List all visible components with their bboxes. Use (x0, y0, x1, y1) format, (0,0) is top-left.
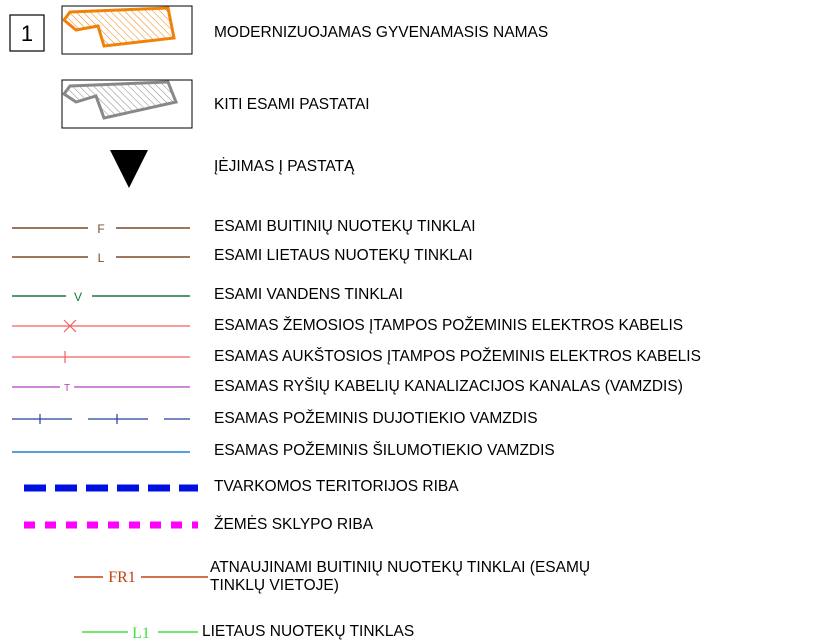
legend-label-storm: ESAMI LIETAUS NUOTEKŲ TINKLAI (214, 247, 473, 264)
water-line-symbol: V (12, 290, 190, 304)
modernized-building-symbol: 1 (9, 5, 193, 55)
sewer-line-symbol: F (12, 222, 190, 236)
legend-label-gas: ESAMAS POŽEMINIS DUJOTIEKIO VAMZDIS (214, 410, 538, 427)
legend-label-heating: ESAMAS POŽEMINIS ŠILUMOTIEKIO VAMZDIS (214, 442, 555, 459)
number-box (9, 14, 45, 52)
line-marker: T (64, 383, 70, 394)
building-outline (61, 6, 176, 48)
line-marker: L1 (132, 625, 150, 642)
gas-pipe-symbol (12, 414, 190, 424)
legend-label-renewed-sewer-line2: TINKLŲ VIETOJE) (210, 577, 339, 594)
line-marker: V (74, 290, 82, 304)
legend-label-plot: ŽEMĖS SKLYPO RIBA (214, 516, 374, 533)
legend-label-existing-buildings: KITI ESAMI PASTATAI (214, 96, 370, 113)
legend-label-high-voltage: ESAMAS AUKŠTOSIOS ĮTAMPOS POŽEMINIS ELEK… (214, 348, 701, 365)
legend-label-modernized-building: MODERNIZUOJAMAS GYVENAMASIS NAMAS (214, 24, 549, 41)
line-marker: FR1 (108, 569, 136, 586)
legend-label-water: ESAMI VANDENS TINKLAI (214, 286, 403, 303)
entrance-triangle-icon (110, 150, 148, 188)
line-marker: L (98, 251, 105, 265)
legend-label-sewer: ESAMI BUITINIŲ NUOTEKŲ TINKLAI (214, 218, 476, 235)
legend-label-entrance: ĮĖJIMAS Į PASTATĄ (214, 158, 355, 175)
building-number: 1 (21, 21, 33, 46)
renewed-sewer-symbol: FR1 (74, 569, 208, 586)
building-outline (61, 80, 179, 120)
low-voltage-cable-symbol (12, 319, 190, 333)
legend-label-territory: TVARKOMOS TERITORIJOS RIBA (214, 478, 459, 495)
high-voltage-cable-symbol (12, 351, 190, 363)
telecom-duct-symbol: T (12, 383, 190, 394)
storm-sewer-new-symbol: L1 (82, 625, 198, 642)
existing-building-symbol (61, 79, 193, 129)
line-marker: F (97, 222, 104, 236)
legend-label-telecom: ESAMAS RYŠIŲ KABELIŲ KANALIZACIJOS KANAL… (214, 378, 683, 395)
legend-label-renewed-sewer-line1: ATNAUJINAMI BUITINIŲ NUOTEKŲ TINKLAI (ES… (210, 559, 591, 576)
storm-line-symbol: L (12, 251, 190, 265)
legend-label-low-voltage: ESAMAS ŽEMOSIOS ĮTAMPOS POŽEMINIS ELEKTR… (214, 317, 684, 334)
legend-label-storm-new: LIETAUS NUOTEKŲ TINKLAS (202, 623, 415, 640)
